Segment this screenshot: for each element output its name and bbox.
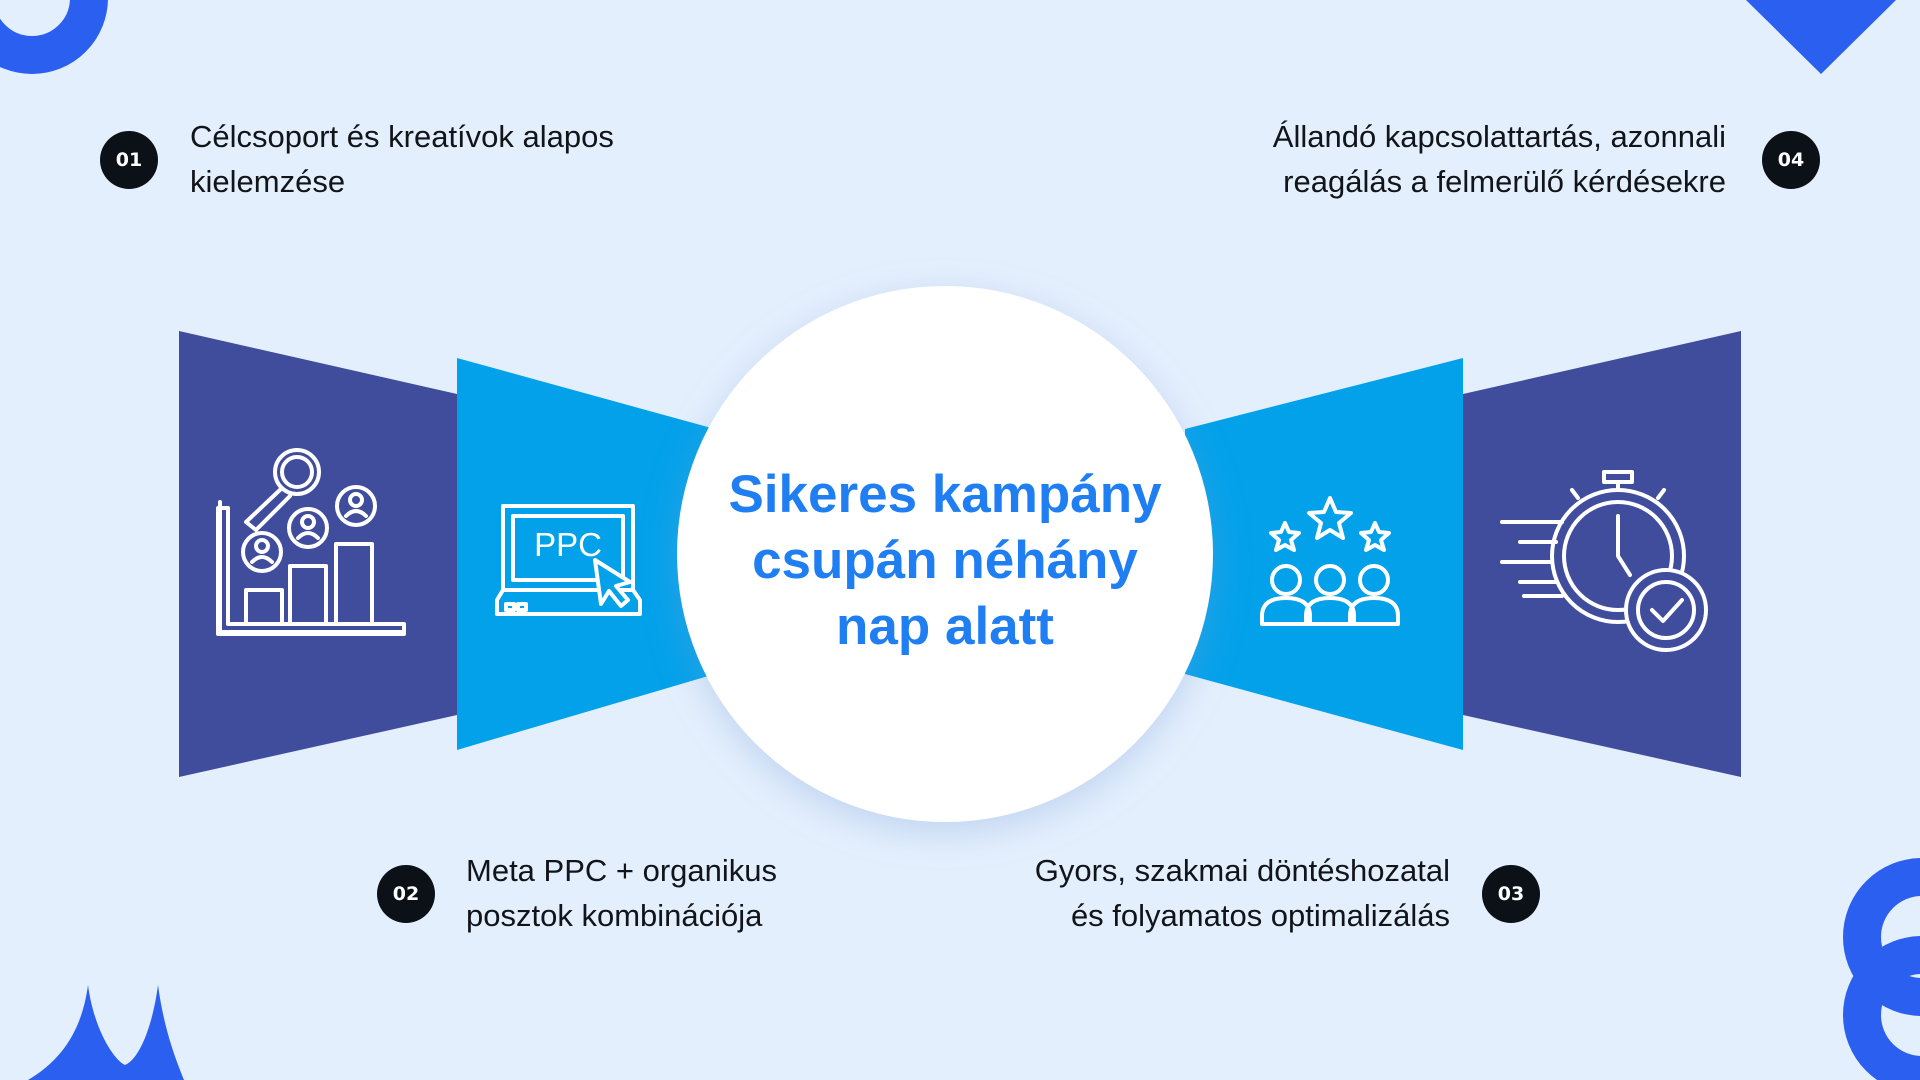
center-circle	[677, 286, 1213, 822]
step-text-line: Gyors, szakmai döntéshozatal	[1034, 853, 1450, 888]
bottom-right-arc-shape	[1843, 858, 1920, 1080]
ppc-laptop-icon	[495, 504, 642, 616]
step-text-line: Állandó kapcsolattartás, azonnali	[1272, 119, 1726, 154]
step-text-line: Célcsoport és kreatívok alapos	[190, 119, 614, 154]
top-left-ring-shape	[0, 0, 108, 74]
rated-audience-stars-icon	[1260, 496, 1400, 626]
center-title-line: nap alatt	[836, 597, 1054, 656]
step-text-line: és folyamatos optimalizálás	[1070, 898, 1450, 933]
step-03-description: Gyors, szakmai döntéshozatal és folyamat…	[930, 848, 1450, 938]
step-text-line: Meta PPC + organikus	[466, 853, 778, 888]
left-outer-panel	[179, 331, 457, 777]
right-outer-panel	[1463, 331, 1741, 777]
step-number-badge-02: 02	[377, 865, 435, 923]
step-number: 03	[1497, 883, 1525, 905]
step-number-badge-03: 03	[1482, 865, 1540, 923]
step-text-line: kielemzése	[190, 164, 346, 199]
analytics-audience-chart-icon	[216, 448, 406, 636]
step-number-badge-01: 01	[100, 131, 158, 189]
step-04-description: Állandó kapcsolattartás, azonnali reagál…	[1180, 114, 1726, 204]
left-inner-panel	[457, 358, 715, 750]
step-01-description: Célcsoport és kreatívok alapos kielemzés…	[190, 114, 614, 204]
center-title-line: csupán néhány	[752, 531, 1138, 590]
center-title-line: Sikeres kampány	[728, 465, 1162, 524]
center-title: Sikeres kampány csupán néhány nap alatt	[680, 462, 1210, 660]
top-right-chevron-shape	[1746, 0, 1896, 74]
step-02-description: Meta PPC + organikus posztok kombinációj…	[466, 848, 777, 938]
step-number-badge-04: 04	[1762, 131, 1820, 189]
right-inner-panel	[1185, 358, 1463, 750]
step-number: 02	[392, 883, 420, 905]
step-text-line: reagálás a felmerülő kérdésekre	[1283, 164, 1726, 199]
fast-stopwatch-check-icon	[1500, 470, 1708, 652]
ppc-icon-label: PPC	[534, 526, 602, 563]
step-number: 04	[1777, 149, 1805, 171]
bottom-left-wave-shape	[28, 985, 184, 1080]
step-text-line: posztok kombinációja	[466, 898, 763, 933]
step-number: 01	[115, 149, 143, 171]
